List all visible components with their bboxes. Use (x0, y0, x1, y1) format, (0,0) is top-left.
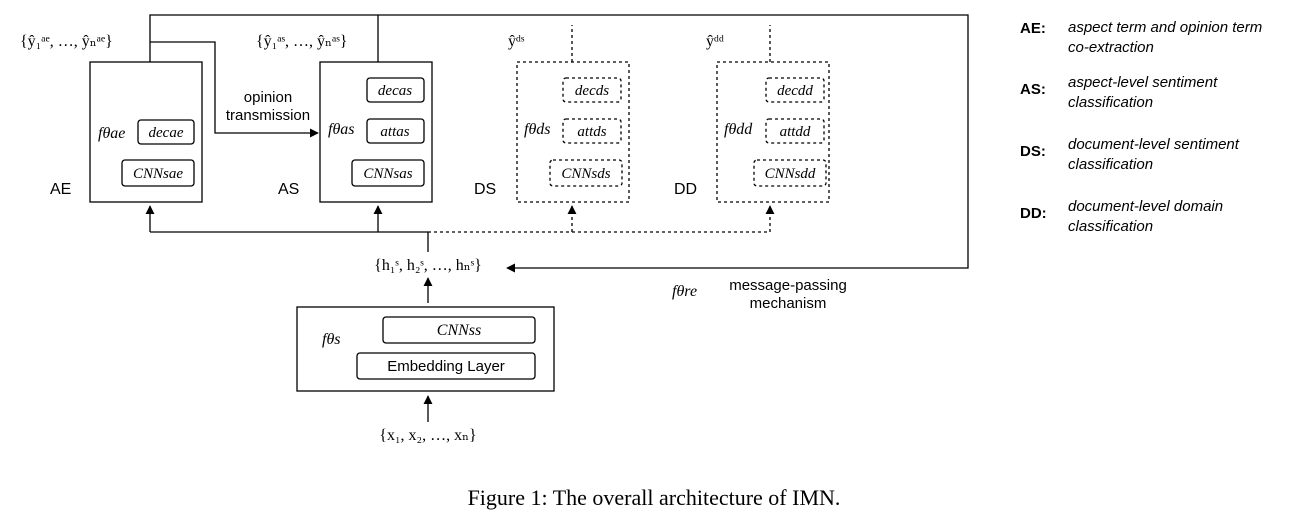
ds-module-f: fθds (524, 121, 551, 138)
legend-desc-dd-2: classification (1068, 218, 1153, 235)
as-output-label: {ŷ₁ᵃˢ, …, ŷₙᵃˢ} (256, 33, 347, 50)
shared-module-box (296, 306, 555, 392)
message-passing-wire (149, 14, 969, 273)
ds-dec-label: decds (575, 83, 609, 99)
message-passing-f: fθre (672, 283, 697, 300)
ds-module-box (516, 61, 630, 203)
message-passing-label-2: mechanism (750, 295, 827, 312)
as-att-label: attas (380, 124, 409, 140)
ds-cnn-box (549, 159, 623, 187)
opinion-transmission-label-1: opinion (244, 89, 292, 106)
dd-module-f: fθdd (724, 121, 753, 138)
dd-dec-label: decdd (777, 83, 813, 99)
dd-att-label: attdd (780, 124, 811, 140)
legend-desc-ae-2: co-extraction (1068, 39, 1154, 56)
ds-att-box (562, 118, 622, 144)
as-cnn-box (351, 159, 425, 187)
ds-module-label: DS (474, 181, 496, 198)
legend-desc-dd-1: document-level domain (1068, 198, 1223, 215)
shared-cnn-label: CNNss (437, 322, 481, 339)
dd-module-label: DD (674, 181, 697, 198)
input-tokens-label: {x₁, x₂, …, xₙ} (379, 427, 476, 444)
dd-cnn-box (753, 159, 827, 187)
legend-desc-as-1: aspect-level sentiment (1068, 74, 1218, 91)
as-module-box (319, 61, 433, 203)
as-cnn-label: CNNsas (363, 166, 412, 182)
legend-key-dd: DD: (1020, 205, 1047, 222)
dd-output-label: ŷᵈᵈ (706, 33, 724, 50)
legend-desc-as-2: classification (1068, 94, 1153, 111)
ds-dec-box (562, 77, 622, 103)
message-passing-label-1: message-passing (729, 277, 847, 294)
ae-module-box (89, 61, 203, 203)
legend-desc-ds-1: document-level sentiment (1068, 136, 1240, 153)
shared-module-f: fθs (322, 331, 341, 348)
opinion-transmission-label-2: transmission (226, 107, 310, 124)
ds-output-label: ŷᵈˢ (508, 33, 525, 50)
ae-dec-label: decae (149, 125, 184, 141)
dd-att-box (765, 118, 825, 144)
legend-desc-ae-1: aspect term and opinion term (1068, 19, 1262, 36)
legend: AE: aspect term and opinion term co-extr… (1020, 19, 1262, 235)
hidden-states-label: {h₁ˢ, h₂ˢ, …, hₙˢ} (374, 257, 482, 274)
embedding-layer-label: Embedding Layer (387, 358, 505, 375)
ae-dec-box (137, 119, 195, 145)
dd-cnn-label: CNNsdd (765, 166, 816, 182)
figure-caption: Figure 1: The overall architecture of IM… (468, 485, 841, 510)
as-dec-box (366, 77, 425, 103)
as-module-label: AS (278, 181, 299, 198)
dd-dec-box (765, 77, 825, 103)
legend-desc-ds-2: classification (1068, 156, 1153, 173)
embedding-layer-box (356, 352, 536, 380)
ae-cnn-label: CNNsae (133, 166, 183, 182)
as-dec-label: decas (378, 83, 412, 99)
legend-key-ds: DS: (1020, 143, 1046, 160)
shared-cnn-box (382, 316, 536, 344)
as-att-box (366, 118, 425, 144)
dd-module-box (716, 61, 830, 203)
ae-output-label: {ŷ₁ᵃᵉ, …, ŷₙᵃᵉ} (20, 33, 113, 50)
legend-key-as: AS: (1020, 81, 1046, 98)
ds-att-label: attds (577, 124, 606, 140)
ds-cnn-label: CNNsds (561, 166, 610, 182)
ae-module-label: AE (50, 181, 71, 198)
legend-key-ae: AE: (1020, 20, 1046, 37)
opinion-transmission-wire (150, 41, 319, 138)
ae-cnn-box (121, 159, 195, 187)
ae-module-f: fθae (98, 125, 125, 142)
as-module-f: fθas (328, 121, 355, 138)
